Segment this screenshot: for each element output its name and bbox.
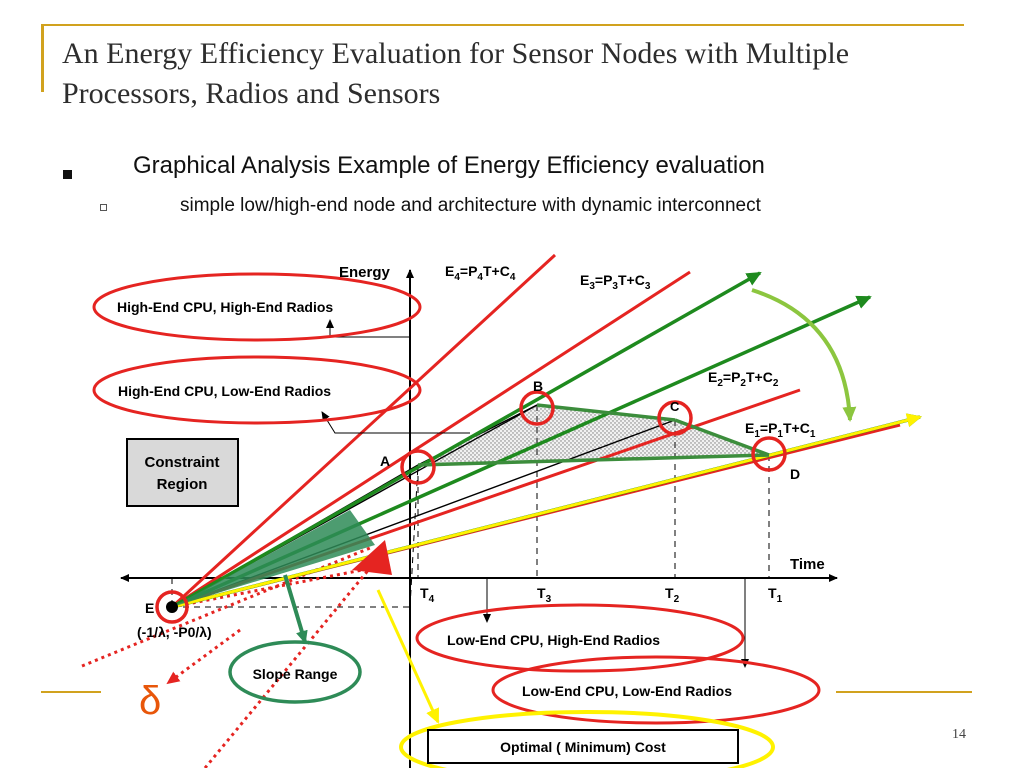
optimal-cost-ellipse [399,710,775,768]
sub-bullet-text: simple low/high-end node and architectur… [180,195,761,216]
slope-range-pointer [283,574,308,644]
point-e-dot [166,601,178,613]
point-e-circle [155,590,189,624]
bullet-text: Graphical Analysis Example of Energy Eff… [133,152,765,179]
footer-divider-left [41,691,101,693]
slide-title: An Energy Efficiency Evaluation for Sens… [62,37,850,110]
equation-e2: E2=P2T+C2 [708,369,779,389]
green-line-1 [171,271,762,609]
slope-range-ellipse [228,640,362,704]
t3-label: T3 [537,585,552,605]
red-delta-arrow [166,628,241,685]
equation-e4: E4=P4T+C4 [445,263,516,283]
t1-label: T1 [768,585,783,605]
title-accent-rule [41,24,964,26]
optimal-cost-label: Optimal ( Minimum) Cost [500,739,666,755]
constraint-region-box [126,438,239,507]
high-low-label: High-End CPU, Low-End Radios [118,383,331,399]
sub-bullet-square-icon [100,204,107,211]
point-d-circle [751,436,787,472]
equation-e3: E3=P3T+C3 [580,272,651,292]
green-line-b-c [536,403,676,422]
low-high-label: Low-End CPU, High-End Radios [447,632,660,648]
point-a-label: A [380,453,390,469]
green-line-a-d [417,453,770,467]
point-b-circle [519,390,555,426]
e-coordinates-label: (-1/λ, -P0/λ) [137,624,212,640]
yellow-optimal-line [171,413,922,609]
t2-label: T2 [665,585,680,605]
constraint-region-line2: Region [157,476,208,493]
page-number: 14 [952,727,966,742]
constraint-region-line1: Constraint [145,454,220,471]
slope-range-wedge [172,510,375,607]
point-a-circle [400,449,436,485]
t4-label: T4 [420,585,435,605]
time-axis-label: Time [790,556,825,573]
delta-symbol: δ [139,679,161,723]
equation-e1: E1=P1T+C1 [745,420,816,440]
label-ellipses [92,272,821,725]
point-e-label: E [145,600,154,616]
slope-range-label: Slope Range [253,666,338,682]
point-c-label: C [670,399,680,414]
footer-divider-right [836,691,972,693]
point-b-label: B [533,378,543,394]
red-arrow-head-cluster [352,540,392,575]
point-circles [155,390,787,624]
title-accent-bar [41,24,44,92]
optimal-cost-box [427,729,739,764]
point-c-circle [657,400,693,436]
optimal-cost-pointer [376,589,440,724]
bullet-square-icon [63,170,72,179]
low-low-label: Low-End CPU, Low-End Radios [522,683,732,699]
energy-axis-label: Energy [339,264,391,281]
point-d-label: D [790,466,800,482]
curved-green-arrow [751,288,857,422]
high-high-label: High-End CPU, High-End Radios [117,299,333,315]
